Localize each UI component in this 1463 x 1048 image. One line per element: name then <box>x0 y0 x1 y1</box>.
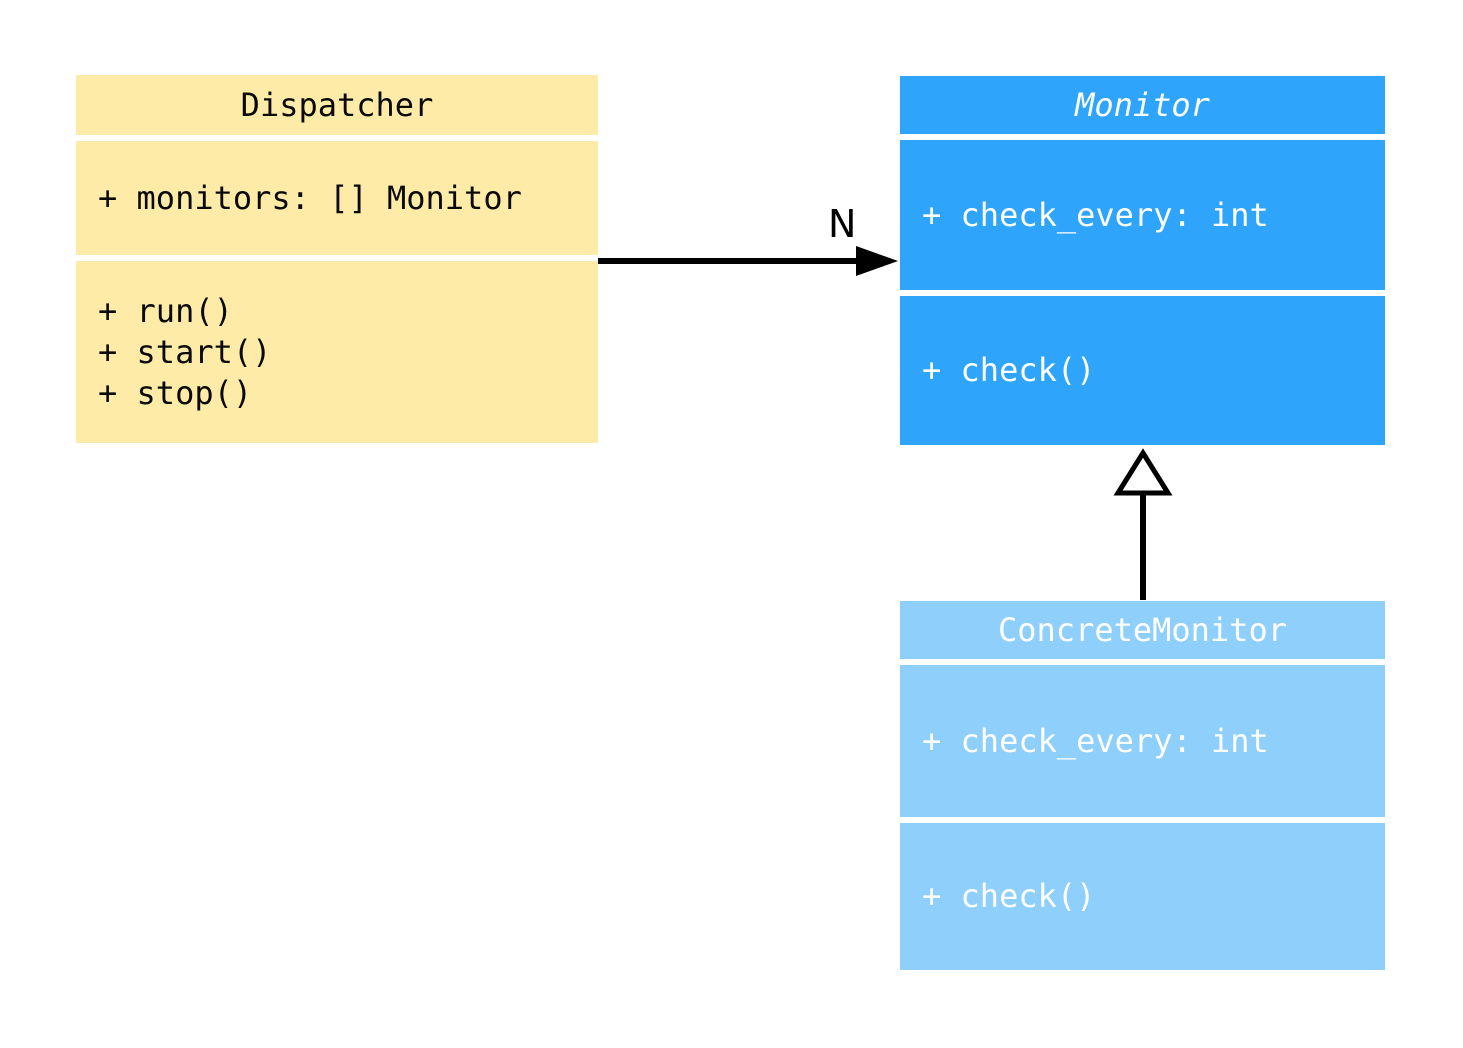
method: + run() <box>98 291 233 330</box>
class-name: ConcreteMonitor <box>998 611 1287 649</box>
class-attributes-monitor: + check_every: int <box>900 140 1385 290</box>
class-attributes-dispatcher: + monitors: [] Monitor <box>76 141 598 255</box>
class-title-monitor: Monitor <box>900 76 1385 134</box>
attribute: + check_every: int <box>922 721 1269 760</box>
method: + stop() <box>98 373 253 412</box>
class-title-concrete-monitor: ConcreteMonitor <box>900 601 1385 659</box>
class-name: Monitor <box>1075 86 1210 124</box>
inheritance-arrow-concrete-monitor-to-monitor <box>1113 448 1173 600</box>
filled-arrowhead-icon <box>856 246 898 276</box>
class-box-dispatcher: Dispatcher + monitors: [] Monitor + run(… <box>76 75 598 443</box>
attribute: + check_every: int <box>922 195 1269 234</box>
class-methods-dispatcher: + run() + start() + stop() <box>76 261 598 443</box>
class-attributes-concrete-monitor: + check_every: int <box>900 665 1385 817</box>
association-multiplicity-label: N <box>828 202 857 246</box>
hollow-triangle-arrowhead-icon <box>1113 448 1173 496</box>
method: + start() <box>98 332 272 371</box>
class-title-dispatcher: Dispatcher <box>76 75 598 135</box>
association-arrow-dispatcher-to-monitor <box>598 246 898 276</box>
class-box-concrete-monitor: ConcreteMonitor + check_every: int + che… <box>900 601 1385 970</box>
class-name: Dispatcher <box>240 86 434 124</box>
class-methods-concrete-monitor: + check() <box>900 823 1385 970</box>
class-box-monitor: Monitor + check_every: int + check() <box>900 76 1385 445</box>
attribute: + monitors: [] Monitor <box>98 178 522 217</box>
method: + check() <box>922 877 1096 915</box>
class-methods-monitor: + check() <box>900 296 1385 445</box>
method: + check() <box>922 351 1096 389</box>
